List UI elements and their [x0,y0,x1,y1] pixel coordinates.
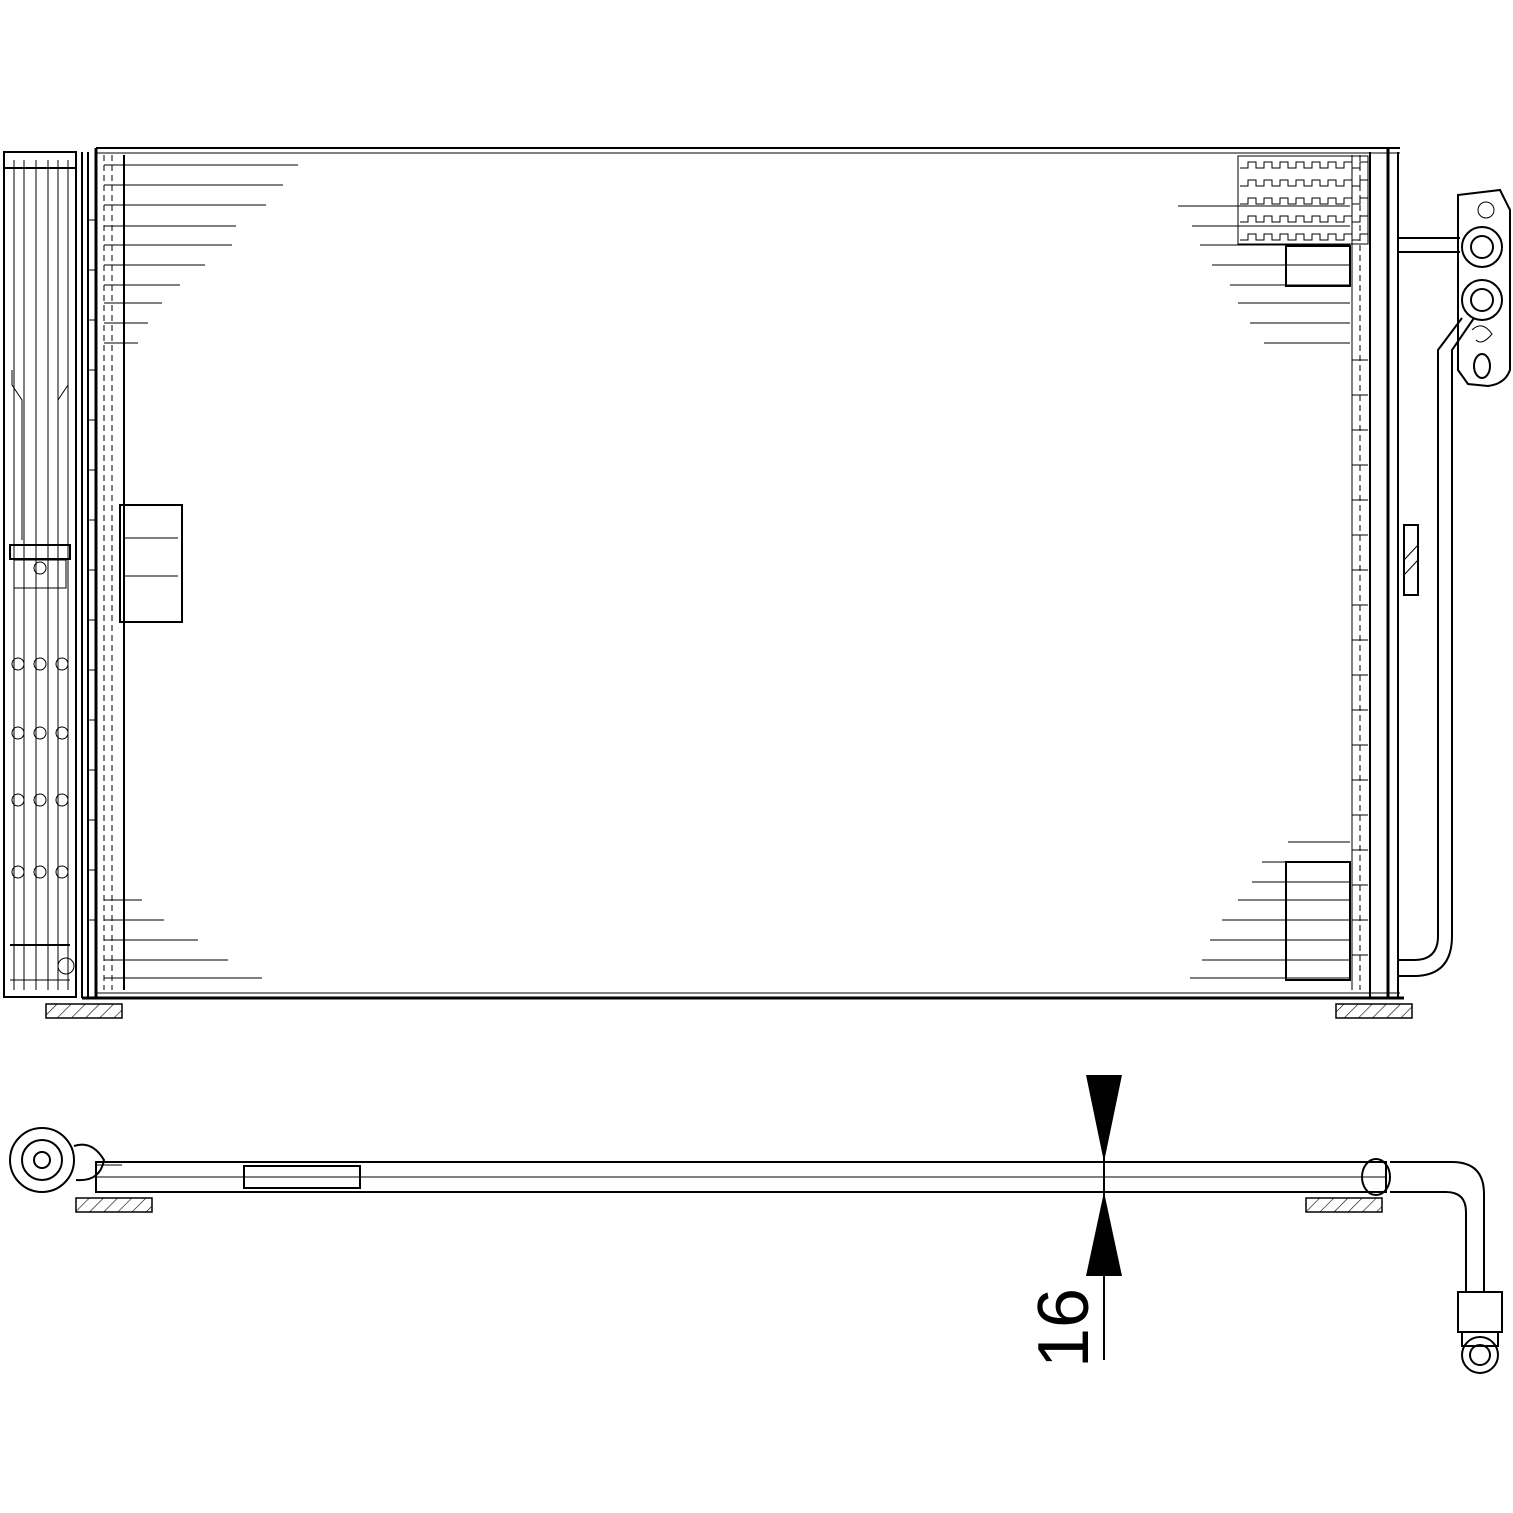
outlet-pipe [1398,237,1475,977]
mounting-foot-right [1335,1003,1413,1019]
mounting-foot-left [45,1003,123,1019]
header-segments [88,219,1368,956]
fin-corrugation-block [1237,155,1369,245]
dimension-arrow-bottom [1086,1192,1122,1276]
bottom-foot-left [75,1197,153,1213]
thickness-dimension: 16 [1024,1075,1122,1368]
mounting-flange [1457,188,1511,388]
receiver-dryer-column [3,151,77,998]
dimension-label: 16 [1024,1288,1104,1368]
bottom-foot-right [1305,1197,1383,1213]
bottom-view: 16 [9,1075,1503,1374]
front-view [3,147,1511,1019]
fin-lines-right-bottom [1190,841,1351,981]
bottom-left-fitting [9,1127,122,1193]
fin-lines-left-bottom [104,899,262,979]
column-fittings [11,561,75,975]
fin-lines-left-top [104,164,298,344]
dimension-arrow-top [1086,1075,1122,1162]
fin-lines-right-top [1178,205,1351,344]
bottom-right-fitting [1361,1158,1503,1374]
condenser-core [81,147,1404,1000]
